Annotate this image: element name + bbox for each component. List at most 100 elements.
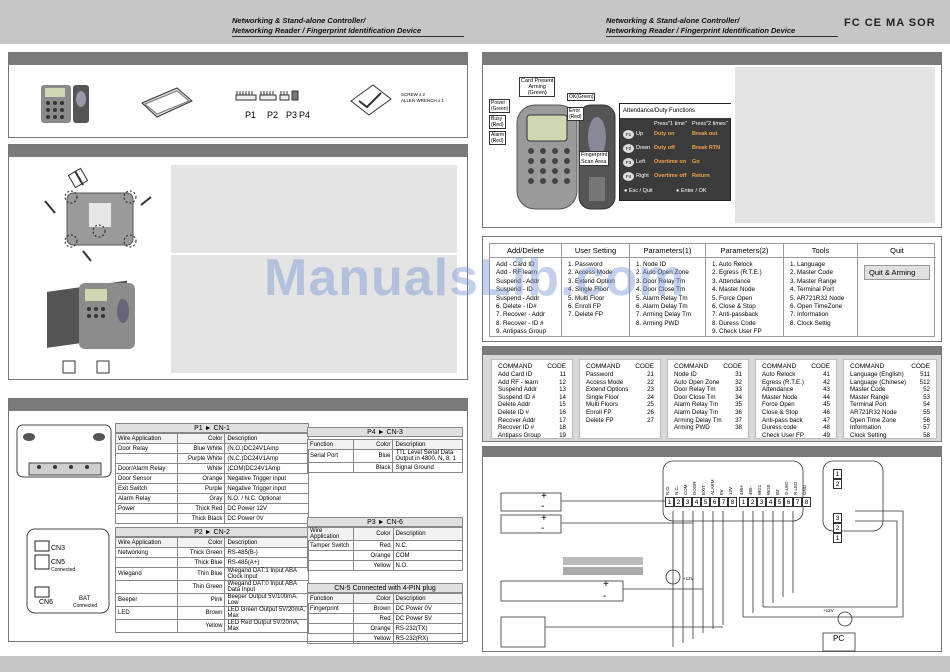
command-name: Door Relay Tm <box>674 386 716 394</box>
table-cell: Yellow <box>176 619 226 633</box>
bottom-bar <box>0 656 950 672</box>
busy-text: Busy <box>491 116 503 122</box>
fingerprint-text: Fingerprint <box>581 152 608 158</box>
terminal-pin: 7 <box>793 497 802 507</box>
function-key-icon: F4 <box>623 172 634 181</box>
menu-column-title: Quit <box>858 244 936 258</box>
certification-logos: FC CE MA SOR <box>844 17 936 29</box>
menu-column-title: Add/Delete <box>490 244 561 258</box>
command-name: Close & Stop <box>762 408 799 416</box>
table-cell: LED <box>115 606 178 620</box>
menu-item: 8. Clock Settig <box>790 319 831 327</box>
command-name: Suspend ID # <box>498 393 536 401</box>
table-cell: RS-485(B-) <box>224 547 309 558</box>
table-cell: Orange <box>176 473 226 484</box>
device-description-box <box>735 67 935 223</box>
command-code: 53 <box>923 393 930 401</box>
fingerprint-label: Fingerprint Scan Area <box>579 151 610 166</box>
table-cell: DC Power 0V <box>224 513 309 524</box>
command-name: Auto Relock <box>762 371 796 378</box>
right-terminal-pin: 1 <box>833 533 842 543</box>
table-cell: Beeper <box>115 593 178 607</box>
v12-label-a: +12V <box>683 576 694 581</box>
menu-item: 3. Extend Option <box>568 277 615 285</box>
table-cell: Thick Green <box>176 547 226 558</box>
menu-item: 3. Attendance <box>712 277 751 285</box>
function-key-icon: F1 <box>623 130 634 139</box>
menu-item: 1. Auto Relock <box>712 261 753 268</box>
power-text: Power <box>491 100 506 106</box>
command-name: Recover Addr <box>498 416 536 424</box>
menu-item: 2. Egress (R.T.E.) <box>712 269 762 277</box>
function-key-icon: F2 <box>623 144 634 153</box>
busy-red-text: (Red) <box>491 122 504 128</box>
function-press-once: Overtime off <box>654 173 687 179</box>
terminal-pin: 2 <box>674 497 683 507</box>
table-cell: Exit Switch <box>115 483 178 494</box>
table-cell: Fingerprint <box>307 603 354 614</box>
function-press-twice: Break out <box>692 131 718 137</box>
table-cell <box>307 623 354 634</box>
table-cell: LED Red Output 5V/20mA, Max <box>224 619 309 633</box>
table-cell: N.O. / N.C. Optional <box>224 493 309 504</box>
command-code: 12 <box>559 378 566 386</box>
wrench-note: ALLEN WRENCH x 1 <box>401 98 445 103</box>
menu-item: 5. Multi Floor <box>568 294 605 302</box>
terminal-pin: 2 <box>748 497 757 507</box>
command-name: Delete ID # <box>498 408 529 416</box>
command-name: Attendance <box>762 386 794 394</box>
command-name: Language (English) <box>850 371 904 378</box>
command-code: 14 <box>559 393 566 401</box>
enter-icon: ● <box>676 188 680 194</box>
terminal-pin-label: N.C. <box>674 486 679 495</box>
function-key-icon: F3 <box>623 158 634 167</box>
table-cell: Negative Trigger input <box>224 473 309 484</box>
command-name: Arming PWD <box>674 424 710 432</box>
command-code: 55 <box>923 408 930 416</box>
menu-column-title: User Setting <box>562 244 629 258</box>
command-name: Clock Setting <box>850 431 887 439</box>
table-cell: DC Power 12V <box>224 503 309 514</box>
terminal-pin-label: DOOR <box>692 481 697 496</box>
attendance-title: Attendance/Duty Functions <box>620 104 732 118</box>
code-header: CODE <box>911 363 930 370</box>
table-cell: Power <box>115 503 178 514</box>
esc-quit-label: ● Esc / Quit <box>624 188 653 194</box>
error-label: Error (Red) <box>567 107 584 121</box>
table-cell: Wire Application <box>115 433 178 444</box>
installation-section-bar <box>9 145 467 157</box>
table-cell: Color <box>352 439 394 450</box>
command-code: 26 <box>647 408 654 416</box>
cn6-label: CN6 <box>39 599 54 606</box>
menu-item: 2. Access Mode <box>568 269 613 277</box>
table-cell: Yellow <box>352 633 394 644</box>
table-cell <box>115 619 178 633</box>
menu-item: 9. Antipass Group <box>496 328 547 336</box>
wiring-section-bar <box>9 399 467 411</box>
attendance-box: Attendance/Duty Functions Press"1 time" … <box>619 103 732 201</box>
